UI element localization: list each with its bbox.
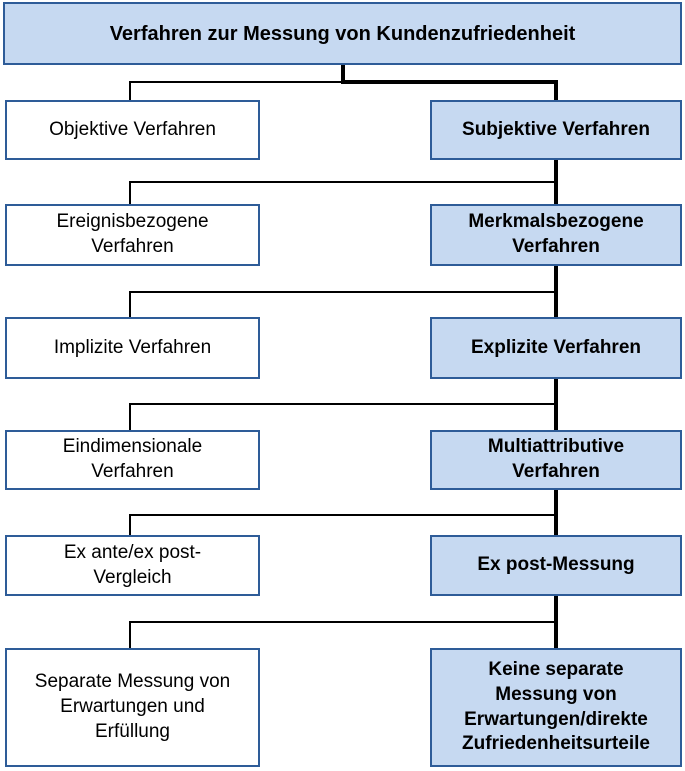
diagram-title-box: Verfahren zur Messung von Kundenzufriede…: [3, 2, 682, 65]
node-right-3-label: Explizite Verfahren: [470, 336, 641, 358]
node-left-1-label: Objektive Verfahren: [49, 118, 216, 140]
node-right-4: Multiattributive Verfahren: [430, 430, 682, 490]
connector-main-path: [341, 65, 558, 100]
node-left-2-label: Ereignisbezogene Verfahren: [56, 211, 209, 257]
node-right-1: Subjektive Verfahren: [430, 100, 682, 160]
diagram-title: Verfahren zur Messung von Kundenzufriede…: [109, 22, 576, 45]
connector-left-4: [129, 403, 556, 430]
connector-left-6: [129, 621, 556, 648]
node-right-3: Explizite Verfahren: [430, 317, 682, 379]
node-left-6-label: Separate Messung von Erwartungen und Erf…: [34, 671, 231, 742]
node-right-4-label: Multiattributive Verfahren: [487, 436, 625, 482]
connector-left-5: [129, 514, 556, 535]
node-left-1: Objektive Verfahren: [5, 100, 260, 160]
node-left-5-label: Ex ante/ex post- Vergleich: [63, 541, 202, 588]
node-left-4: Eindimensionale Verfahren: [5, 430, 260, 490]
connector-left-3: [129, 291, 556, 317]
node-left-3-label: Implizite Verfahren: [53, 336, 212, 358]
node-left-2: Ereignisbezogene Verfahren: [5, 204, 260, 266]
connector-left-2: [129, 181, 556, 204]
node-right-2-label: Merkmalsbezogene Verfahren: [468, 211, 644, 257]
node-left-6: Separate Messung von Erwartungen und Erf…: [5, 648, 260, 767]
connector-left-1: [129, 65, 344, 100]
node-right-5-label: Ex post-Messung: [477, 554, 635, 576]
node-right-6: Keine separate Messung von Erwartungen/d…: [430, 648, 682, 767]
node-left-5: Ex ante/ex post- Vergleich: [5, 535, 260, 596]
node-left-3: Implizite Verfahren: [5, 317, 260, 379]
node-right-1-label: Subjektive Verfahren: [462, 118, 650, 140]
node-left-4-label: Eindimensionale Verfahren: [62, 436, 203, 482]
node-right-5: Ex post-Messung: [430, 535, 682, 596]
node-right-2: Merkmalsbezogene Verfahren: [430, 204, 682, 266]
node-right-6-label: Keine separate Messung von Erwartungen/d…: [462, 659, 650, 755]
